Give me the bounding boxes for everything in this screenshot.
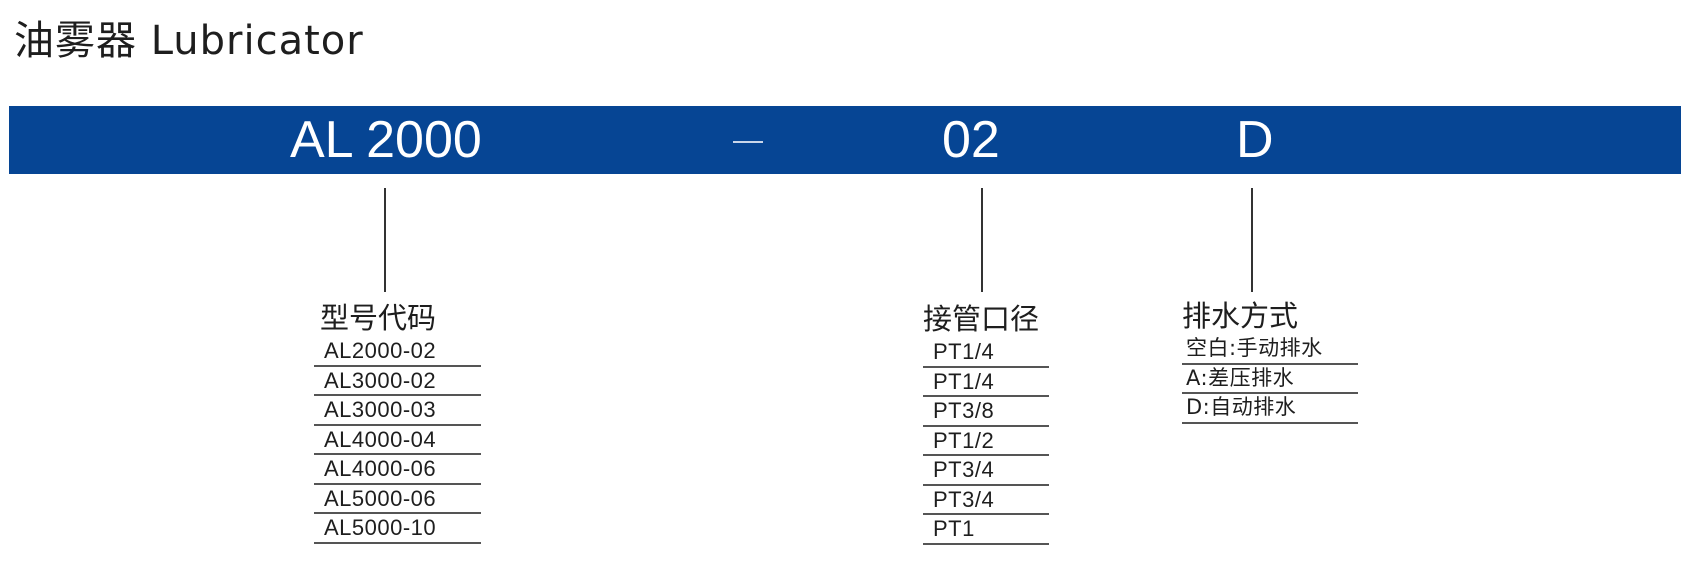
- band-port-code: 02: [942, 111, 1000, 169]
- drain-type-heading: 排水方式: [1182, 299, 1299, 333]
- list-item: AL5000-10: [314, 514, 481, 544]
- list-item: PT1/2: [923, 427, 1049, 456]
- band-separator: [733, 141, 763, 143]
- code-band: [9, 106, 1681, 174]
- model-code-heading: 型号代码: [320, 301, 437, 335]
- port-size-heading: 接管口径: [923, 302, 1040, 336]
- connector-line-port: [981, 188, 983, 292]
- list-item: AL2000-02: [314, 337, 481, 367]
- list-item: AL5000-06: [314, 485, 481, 514]
- band-model-code: AL 2000: [290, 111, 482, 169]
- list-item: PT1/4: [923, 338, 1049, 368]
- list-item: 空白:手动排水: [1182, 335, 1358, 365]
- model-code-list: AL2000-02 AL3000-02 AL3000-03 AL4000-04 …: [314, 337, 481, 544]
- list-item: PT3/8: [923, 397, 1049, 427]
- list-item: PT1/4: [923, 368, 1049, 397]
- list-item: AL3000-02: [314, 367, 481, 396]
- drain-type-group: 排水方式 空白:手动排水 A:差压排水 D:自动排水: [1182, 297, 1358, 424]
- list-item: PT3/4: [923, 486, 1049, 515]
- port-size-group: 接管口径 PT1/4 PT1/4 PT3/8 PT1/2 PT3/4 PT3/4…: [923, 300, 1049, 545]
- list-item: D:自动排水: [1182, 394, 1358, 424]
- list-item: PT1: [923, 515, 1049, 545]
- list-item: AL4000-06: [314, 455, 481, 485]
- model-code-group: 型号代码 AL2000-02 AL3000-02 AL3000-03 AL400…: [314, 299, 481, 544]
- drain-type-list: 空白:手动排水 A:差压排水 D:自动排水: [1182, 335, 1358, 424]
- connector-line-drain: [1251, 188, 1253, 292]
- page-title: 油雾器 Lubricator: [14, 18, 364, 64]
- list-item: AL4000-04: [314, 426, 481, 455]
- list-item: A:差压排水: [1182, 365, 1358, 394]
- band-drain-code: D: [1236, 111, 1274, 169]
- port-size-list: PT1/4 PT1/4 PT3/8 PT1/2 PT3/4 PT3/4 PT1: [923, 338, 1049, 545]
- connector-line-model: [384, 188, 386, 292]
- list-item: PT3/4: [923, 456, 1049, 486]
- list-item: AL3000-03: [314, 396, 481, 426]
